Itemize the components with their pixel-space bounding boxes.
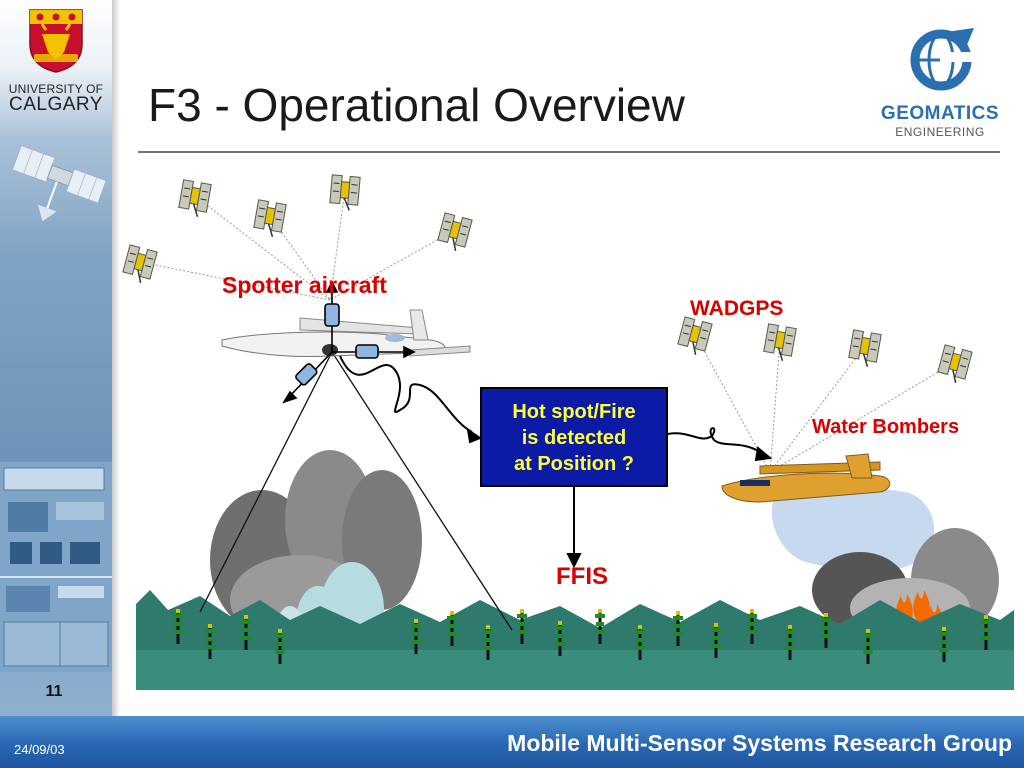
- title-divider: [138, 151, 1000, 153]
- satellite-icon: [251, 199, 287, 239]
- sensor-axes: [282, 280, 416, 404]
- satellite-image: [11, 144, 107, 222]
- left-sidebar: UNIVERSITY OF CALGARY 11: [0, 0, 112, 716]
- geomatics-globe-icon: [910, 28, 976, 91]
- hotspot-line-2: is detected: [521, 427, 627, 449]
- university-wordmark: UNIVERSITY OF CALGARY: [2, 82, 110, 114]
- geomatics-wordmark: GEOMATICS ENGINEERING: [870, 104, 1010, 138]
- wadgps-label: WADGPS: [690, 297, 784, 320]
- footer-date: 24/09/03: [14, 742, 65, 757]
- footer-bar: 24/09/03 Mobile Multi-Sensor Systems Res…: [0, 716, 1024, 768]
- slide-title: F3 - Operational Overview: [148, 79, 685, 131]
- circuit-board-image: [0, 462, 112, 672]
- forest-ground: [136, 590, 1014, 690]
- hotspot-line-1: Hot spot/Fire: [512, 401, 636, 423]
- satellite-icon: [675, 316, 713, 358]
- university-line2: CALGARY: [9, 94, 103, 115]
- dept-line2: ENGINEERING: [895, 125, 985, 139]
- spotter-gps-satellites: [120, 174, 473, 286]
- satellite-icon: [328, 174, 361, 212]
- sidebar-shadow: [112, 0, 120, 716]
- spotter-aircraft-label: Spotter aircraft: [222, 272, 387, 298]
- footer-group-name: Mobile Multi-Sensor Systems Research Gro…: [507, 730, 1012, 756]
- operational-diagram: [120, 174, 1014, 690]
- wadgps-satellites: [675, 316, 973, 386]
- satellite-icon: [435, 212, 473, 254]
- communication-links: [339, 355, 773, 569]
- slide-number: 11: [45, 683, 63, 700]
- university-line1: UNIVERSITY OF: [8, 82, 104, 96]
- ffis-label: FFIS: [556, 563, 608, 590]
- spotter-aircraft-icon: [221, 309, 471, 358]
- satellite-icon: [761, 323, 797, 363]
- water-bombers-label: Water Bombers: [812, 416, 960, 438]
- university-crest-icon: [29, 9, 83, 73]
- hotspot-line-3: at Position ?: [514, 453, 634, 475]
- water-bomber-icon: [721, 453, 891, 503]
- satellite-icon: [935, 344, 973, 386]
- satellite-icon: [176, 179, 212, 219]
- sensor-footprint-lines: [199, 351, 513, 631]
- hotspot-detection-box: Hot spot/Fire is detected at Position ?: [480, 387, 668, 487]
- dept-line1: GEOMATICS: [880, 103, 1000, 124]
- satellite-icon: [120, 244, 158, 286]
